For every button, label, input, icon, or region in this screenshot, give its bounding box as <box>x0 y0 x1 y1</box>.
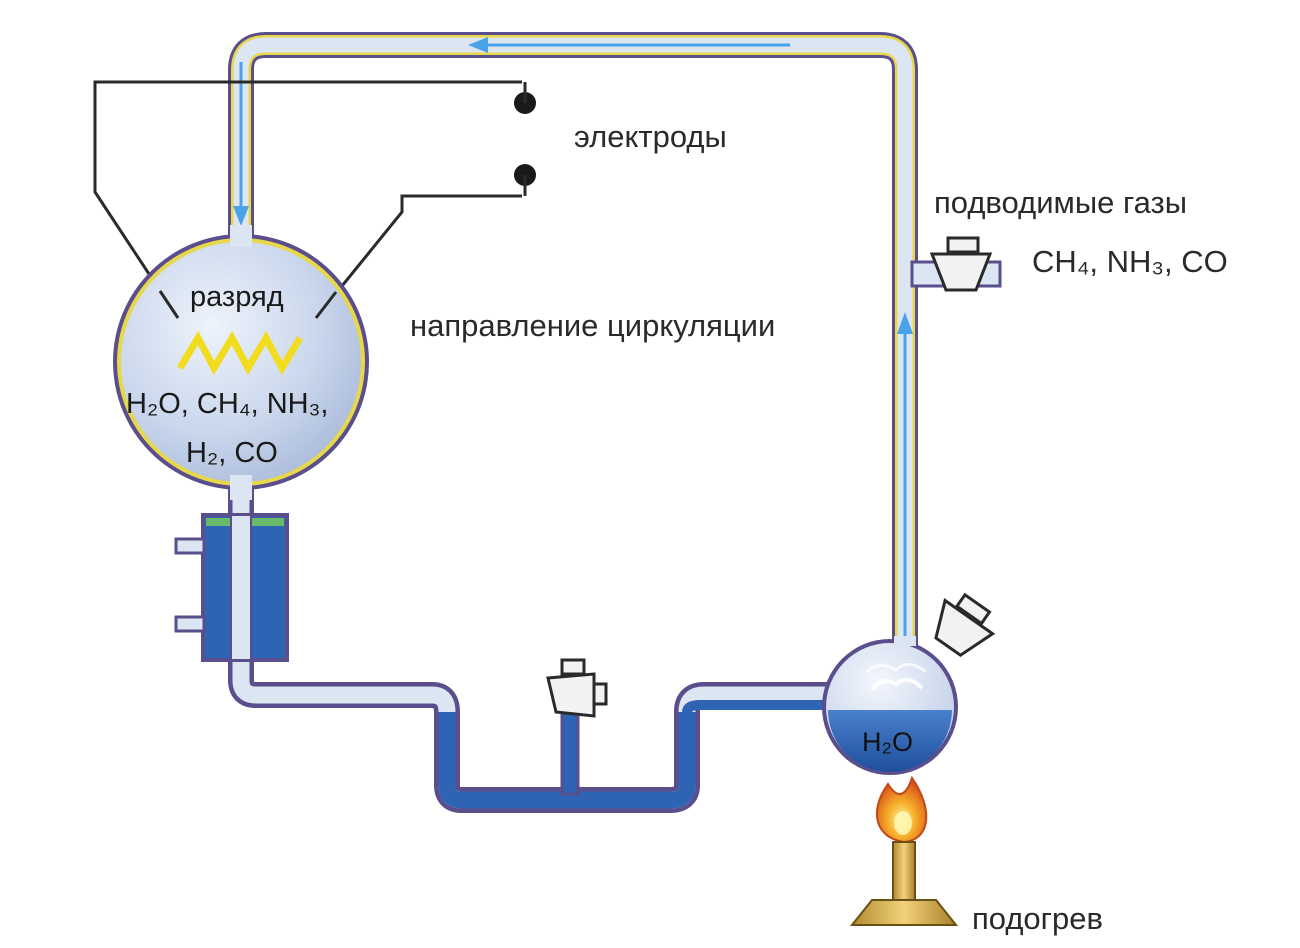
stopcock-bottom <box>546 658 608 718</box>
flow-arrows <box>233 37 913 640</box>
label-flask-gases-line1: H₂O, CH₄, NH₃, <box>126 388 328 420</box>
burner <box>849 775 959 926</box>
boiling-flask <box>822 636 958 775</box>
condenser <box>174 513 289 662</box>
label-electrodes: электроды <box>574 119 727 154</box>
boiling-flask-valve <box>934 592 996 658</box>
label-heating: подогрев <box>972 901 1103 936</box>
gas-inlet-valve <box>929 236 993 292</box>
discharge-flask <box>113 225 369 500</box>
label-circulation: направление циркуляции <box>410 308 775 343</box>
label-water: H₂O <box>862 727 913 757</box>
spark-zigzag <box>176 330 304 376</box>
label-discharge: разряд <box>190 281 284 313</box>
label-flask-gases-line2: H₂, CO <box>186 437 278 469</box>
label-gas-inlet: подводимые газы <box>934 185 1187 220</box>
label-gas-inlet-formula: CH₄, NH₃, CO <box>1032 244 1228 279</box>
electrode-wires <box>93 80 522 319</box>
